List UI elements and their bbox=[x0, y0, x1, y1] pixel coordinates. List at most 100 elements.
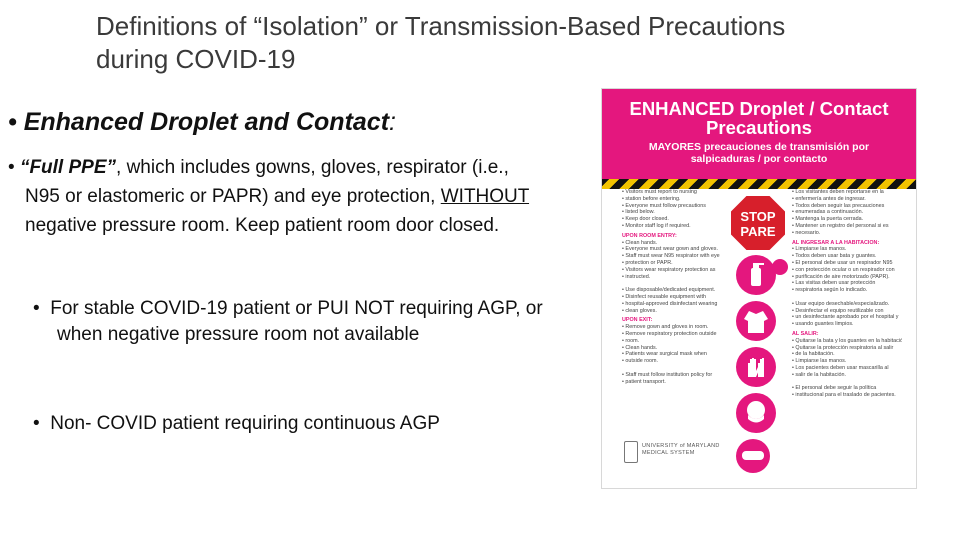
poster-line: • hospital-approved disinfectant wearing bbox=[622, 300, 718, 307]
poster-line: • Los visitantes deben reportarse en la bbox=[792, 189, 884, 195]
poster-line: • protection or PAPR. bbox=[622, 259, 673, 266]
ppe-bullet-text: • “Full PPE”, which includes gowns, glov… bbox=[8, 153, 548, 240]
poster-line bbox=[792, 294, 902, 301]
poster-line: • enumeradas a continuación. bbox=[792, 209, 864, 216]
ppe-part-1: , which includes gowns, gloves, respirat… bbox=[25, 157, 509, 207]
poster-line: • institucional para el traslado de paci… bbox=[792, 392, 896, 399]
logo-mark bbox=[624, 441, 638, 463]
poster-line: • Visitors must report to nursing bbox=[622, 189, 697, 195]
gloves-icon bbox=[736, 347, 776, 387]
stop-text: STOP bbox=[740, 209, 775, 224]
poster-line: • Las visitas deben usar protección bbox=[792, 280, 876, 287]
poster-subtitle: MAYORES precauciones de transmisión por … bbox=[648, 141, 870, 165]
poster-line: • Visitors wear respiratory protection a… bbox=[622, 266, 716, 273]
poster-line: • Disinfect reusable equipment with bbox=[622, 293, 706, 300]
poster-line: • Remove gown and gloves in room. bbox=[622, 324, 709, 331]
poster-section-header: UPON ROOM ENTRY: bbox=[622, 232, 677, 239]
poster-line: • necesario. bbox=[792, 229, 821, 236]
ppe-part-2: negative pressure room. Keep patient roo… bbox=[25, 215, 500, 236]
logo-line-1: UNIVERSITY of MARYLAND bbox=[642, 443, 720, 449]
pare-text: PARE bbox=[740, 224, 775, 239]
poster-line: • Quitarse la protección respiratoria al… bbox=[792, 344, 894, 351]
slide-title-line-2: during COVID-19 bbox=[96, 44, 296, 74]
poster-line: • Staff must follow institution policy f… bbox=[622, 371, 713, 378]
poster-line: • un desinfectante aprobado por el hospi… bbox=[792, 314, 899, 321]
poster-line: • Clean hands. bbox=[622, 239, 658, 246]
sub-bullet-body: Non- COVID patient requiring continuous … bbox=[50, 413, 440, 434]
sub-bullet-text: • Non- COVID patient requiring continuou… bbox=[33, 411, 543, 437]
bullet-mark: • bbox=[33, 413, 40, 434]
main-bullet-text: Enhanced Droplet and Contact bbox=[23, 108, 390, 136]
precautions-poster: ENHANCED Droplet / Contact Precautions M… bbox=[601, 88, 917, 489]
poster-line: • Quitarse la bata y los guantes en la h… bbox=[792, 337, 902, 344]
poster-line: • Staff must wear N95 respirator with ey… bbox=[622, 253, 720, 260]
poster-title-line-1: ENHANCED Droplet / Contact bbox=[629, 98, 889, 119]
poster-line: • purificación de aire motorizado (PAPR)… bbox=[792, 273, 890, 280]
poster-line: • de la habitación. bbox=[792, 351, 835, 358]
poster-line: • Clean hands. bbox=[622, 344, 658, 351]
poster-line: • Everyone must wear gown and gloves. bbox=[622, 246, 718, 253]
slide-title: Definitions of “Isolation” or Transmissi… bbox=[96, 10, 896, 76]
poster-line: • enfermería antes de ingresar. bbox=[792, 195, 866, 202]
poster-section-header: AL SALIR: bbox=[792, 330, 819, 337]
poster-line: • Usar equipo desechable/especializado. bbox=[792, 300, 890, 307]
poster-body: • Visitors must report to nursing• stati… bbox=[602, 189, 916, 488]
poster-line: • listed below. bbox=[622, 209, 655, 216]
slide-title-line-1: Definitions of “Isolation” or Transmissi… bbox=[96, 11, 786, 41]
poster-line: • instructed. bbox=[622, 273, 651, 280]
bullet-mark: • bbox=[8, 157, 15, 178]
poster-line: • Todos deben usar bata y guantes. bbox=[792, 253, 877, 260]
poster-header: ENHANCED Droplet / Contact Precautions M… bbox=[602, 89, 916, 179]
poster-title-line-2: Precautions bbox=[706, 117, 812, 138]
logo-text: UNIVERSITY of MARYLAND MEDICAL SYSTEM bbox=[642, 443, 720, 457]
ppe-underlined: WITHOUT bbox=[440, 186, 530, 207]
poster-line: • Mantener un registro del personal si e… bbox=[792, 222, 889, 229]
poster-line: • Limpiarse las manos. bbox=[792, 358, 847, 365]
hazard-stripe bbox=[602, 179, 916, 189]
poster-line bbox=[622, 365, 727, 372]
ppe-bullet: • “Full PPE”, which includes gowns, glov… bbox=[8, 153, 548, 240]
poster-line: • Remove respiratory protection outside bbox=[622, 330, 717, 337]
goggles-icon bbox=[736, 439, 770, 473]
poster-line: • Mantenga la puerta cerrada. bbox=[792, 216, 864, 223]
poster-line: • respiratoria según lo indicado. bbox=[792, 287, 868, 294]
main-bullet-colon: : bbox=[389, 108, 396, 136]
poster-line: • El personal debe usar un respirador N9… bbox=[792, 259, 893, 266]
poster-line: • Los pacientes deben usar mascarilla al bbox=[792, 364, 889, 371]
sub-bullet-text: • For stable COVID-19 patient or PUI NOT… bbox=[33, 296, 543, 348]
poster-line: • salir de la habitación. bbox=[792, 371, 847, 378]
poster-section-header: AL INGRESAR A LA HABITACIÓN: bbox=[792, 239, 880, 246]
poster-line: • station before entering. bbox=[622, 195, 681, 202]
poster-line: • clean gloves. bbox=[622, 307, 657, 314]
main-bullet: • Enhanced Droplet and Contact: bbox=[8, 108, 568, 137]
hand-sanitizer-icon bbox=[736, 255, 776, 295]
poster-title: ENHANCED Droplet / Contact Precautions bbox=[602, 99, 916, 137]
poster-line: • Keep door closed. bbox=[622, 216, 669, 223]
logo-line-2: MEDICAL SYSTEM bbox=[642, 450, 695, 456]
people-icon bbox=[772, 259, 788, 275]
poster-line: • outside room. bbox=[622, 358, 659, 365]
poster-line: • Everyone must follow precautions bbox=[622, 202, 706, 209]
poster-line: • usando guantes limpios. bbox=[792, 321, 854, 328]
poster-line: • Use disposable/dedicated equipment. bbox=[622, 287, 716, 294]
stop-sign-icon: STOP PARE bbox=[729, 194, 787, 252]
poster-line bbox=[622, 280, 727, 287]
poster-line: • con protección ocular o un respirador … bbox=[792, 266, 895, 273]
poster-spanish-column: • Los visitantes deben reportarse en la•… bbox=[792, 189, 902, 399]
poster-section-header: UPON EXIT: bbox=[622, 317, 653, 324]
bullet-mark: • bbox=[33, 298, 40, 319]
poster-line: • Patients wear surgical mask when bbox=[622, 351, 707, 358]
poster-line: • El personal debe seguir la política bbox=[792, 385, 877, 392]
poster-line: • Desinfectar el equipo reutilizable con bbox=[792, 307, 884, 314]
gown-icon bbox=[736, 301, 776, 341]
poster-line: • room. bbox=[622, 337, 640, 344]
poster-line: • Monitor staff log if required. bbox=[622, 222, 691, 229]
poster-line: • Todos deben seguir las precauciones bbox=[792, 202, 885, 209]
poster-line: • patient transport. bbox=[622, 378, 666, 385]
sub-bullet-stable-covid: • For stable COVID-19 patient or PUI NOT… bbox=[33, 296, 543, 348]
sub-bullet-non-covid: • Non- COVID patient requiring continuou… bbox=[33, 411, 543, 437]
sub-bullet-body: For stable COVID-19 patient or PUI NOT r… bbox=[50, 298, 543, 345]
poster-line bbox=[792, 379, 902, 386]
bullet-mark: • bbox=[8, 108, 17, 136]
poster-line: • Limpiarse las manos. bbox=[792, 246, 847, 253]
